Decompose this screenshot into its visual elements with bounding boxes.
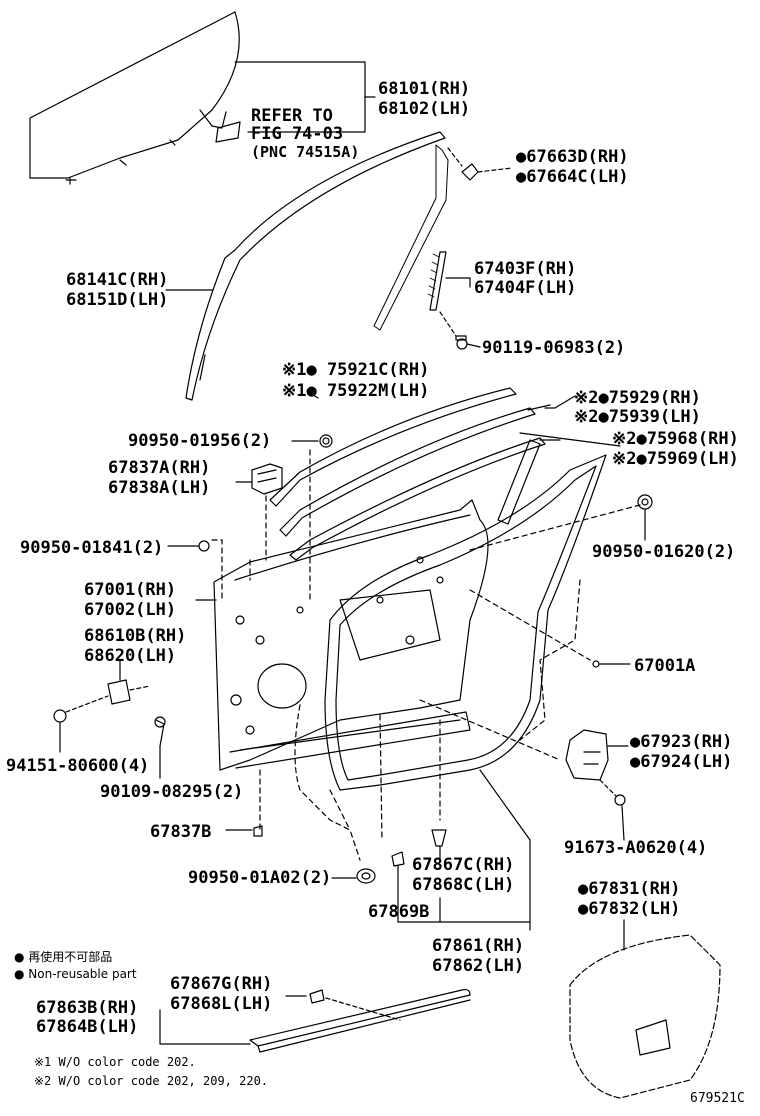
legend-jp: ● 再使用不可部品	[14, 950, 113, 964]
refer-line-3: (PNC 74515A)	[251, 143, 360, 161]
label-90109: 90109-08295(2)	[100, 782, 244, 802]
label-67863B: 67863B(RH)	[36, 998, 139, 1018]
label-91673: 91673-A0620(4)	[564, 838, 708, 858]
door-frame-moulding	[185, 131, 446, 401]
label-67861: 67861(RH)	[432, 936, 525, 956]
label-90950-01841: 90950-01841(2)	[20, 538, 164, 558]
label-75921: ※1● 75921C(RH)	[282, 360, 430, 380]
clip-67867C	[431, 829, 447, 847]
label-68620: 68620(LH)	[84, 646, 177, 666]
door-glass	[29, 11, 240, 179]
bracket-67923	[565, 729, 609, 781]
service-hole-cover	[569, 934, 721, 1099]
clip-67867G	[309, 989, 325, 1004]
label-67923: ●67923(RH)	[630, 732, 733, 752]
label-67001A: 67001A	[634, 656, 696, 676]
label-68102: 68102(LH)	[378, 99, 471, 119]
label-67862: 67862(LH)	[432, 956, 525, 976]
label-67868C: 67868C(LH)	[412, 875, 515, 895]
label-68151: 68151D(LH)	[66, 290, 169, 310]
label-75968: ※2●75968(RH)	[612, 429, 739, 449]
belt-moulding-2	[279, 407, 536, 537]
panel-opening	[339, 589, 441, 661]
bolt-90109	[155, 719, 165, 747]
runchannel-leader	[445, 277, 471, 288]
label-75922: ※1● 75922M(LH)	[282, 381, 430, 401]
clip-67663	[461, 163, 479, 181]
rocker-moulding	[249, 988, 471, 1047]
label-67002: 67002(LH)	[84, 600, 177, 620]
label-67867G: 67867G(RH)	[170, 974, 273, 994]
speaker-hole	[257, 663, 307, 709]
label-94151: 94151-80600(4)	[6, 756, 150, 776]
label-67664: ●67664C(LH)	[516, 167, 629, 187]
hole-plug-01841	[198, 540, 210, 552]
label-90119: 90119-06983(2)	[482, 338, 626, 358]
label-67832: ●67832(LH)	[578, 899, 681, 919]
bolt-94151	[53, 709, 67, 723]
label-67831: ●67831(RH)	[578, 879, 681, 899]
label-67869B: 67869B	[368, 902, 430, 922]
clip-67869B	[391, 851, 405, 867]
screw-91673	[614, 794, 626, 806]
hole-plug-01956	[319, 434, 333, 448]
label-90950-01A02: 90950-01A02(2)	[188, 868, 332, 888]
label-67663: ●67663D(RH)	[516, 147, 629, 167]
clip-67001A	[592, 660, 600, 668]
label-75929: ※2●75929(RH)	[574, 388, 701, 408]
label-67868L: 67868L(LH)	[170, 994, 273, 1014]
label-67867C: 67867C(RH)	[412, 855, 515, 875]
hole-plug-01620	[637, 494, 653, 510]
hole-plug-01A02	[356, 868, 376, 884]
door-check	[107, 679, 131, 705]
label-67404: 67404F(LH)	[474, 278, 577, 298]
label-90950-01956: 90950-01956(2)	[128, 431, 272, 451]
run-channel	[429, 251, 447, 311]
lower-seal-strip	[229, 711, 471, 769]
glass-refer-marker	[199, 109, 227, 129]
refer-line-1: REFER TO	[251, 106, 333, 126]
label-67837A: 67837A(RH)	[108, 458, 211, 478]
label-67838A: 67838A(LH)	[108, 478, 211, 498]
figure-id: 679521C	[690, 1091, 745, 1106]
belt-moulding-3	[289, 437, 546, 561]
glass-run	[497, 439, 541, 525]
hinge-67837A	[251, 463, 283, 495]
label-68610: 68610B(RH)	[84, 626, 187, 646]
label-67837B: 67837B	[150, 822, 212, 842]
belt-moulding-1	[269, 387, 517, 507]
label-75969: ※2●75969(LH)	[612, 449, 739, 469]
label-75939: ※2●75939(LH)	[574, 407, 701, 427]
label-67924: ●67924(LH)	[630, 752, 733, 772]
glass-clips	[65, 139, 176, 185]
label-67001: 67001(RH)	[84, 580, 177, 600]
footnote-1: ※1 W/O color code 202.	[34, 1055, 196, 1069]
glass-bracket	[215, 121, 241, 143]
footnote-2: ※2 W/O color code 202, 209, 220.	[34, 1074, 269, 1088]
label-67403: 67403F(RH)	[474, 259, 577, 279]
door-panel	[213, 499, 489, 771]
clip-67837B	[253, 825, 263, 837]
label-67864B: 67864B(LH)	[36, 1017, 139, 1037]
label-68141: 68141C(RH)	[66, 270, 169, 290]
legend-en: ● Non-reusable part	[14, 967, 137, 981]
division-bar	[373, 144, 449, 331]
door-weatherstrip	[324, 454, 607, 791]
refer-line-2: FIG 74-03	[251, 124, 344, 144]
label-68101: 68101(RH)	[378, 79, 471, 99]
label-90950-01620: 90950-01620(2)	[592, 542, 736, 562]
